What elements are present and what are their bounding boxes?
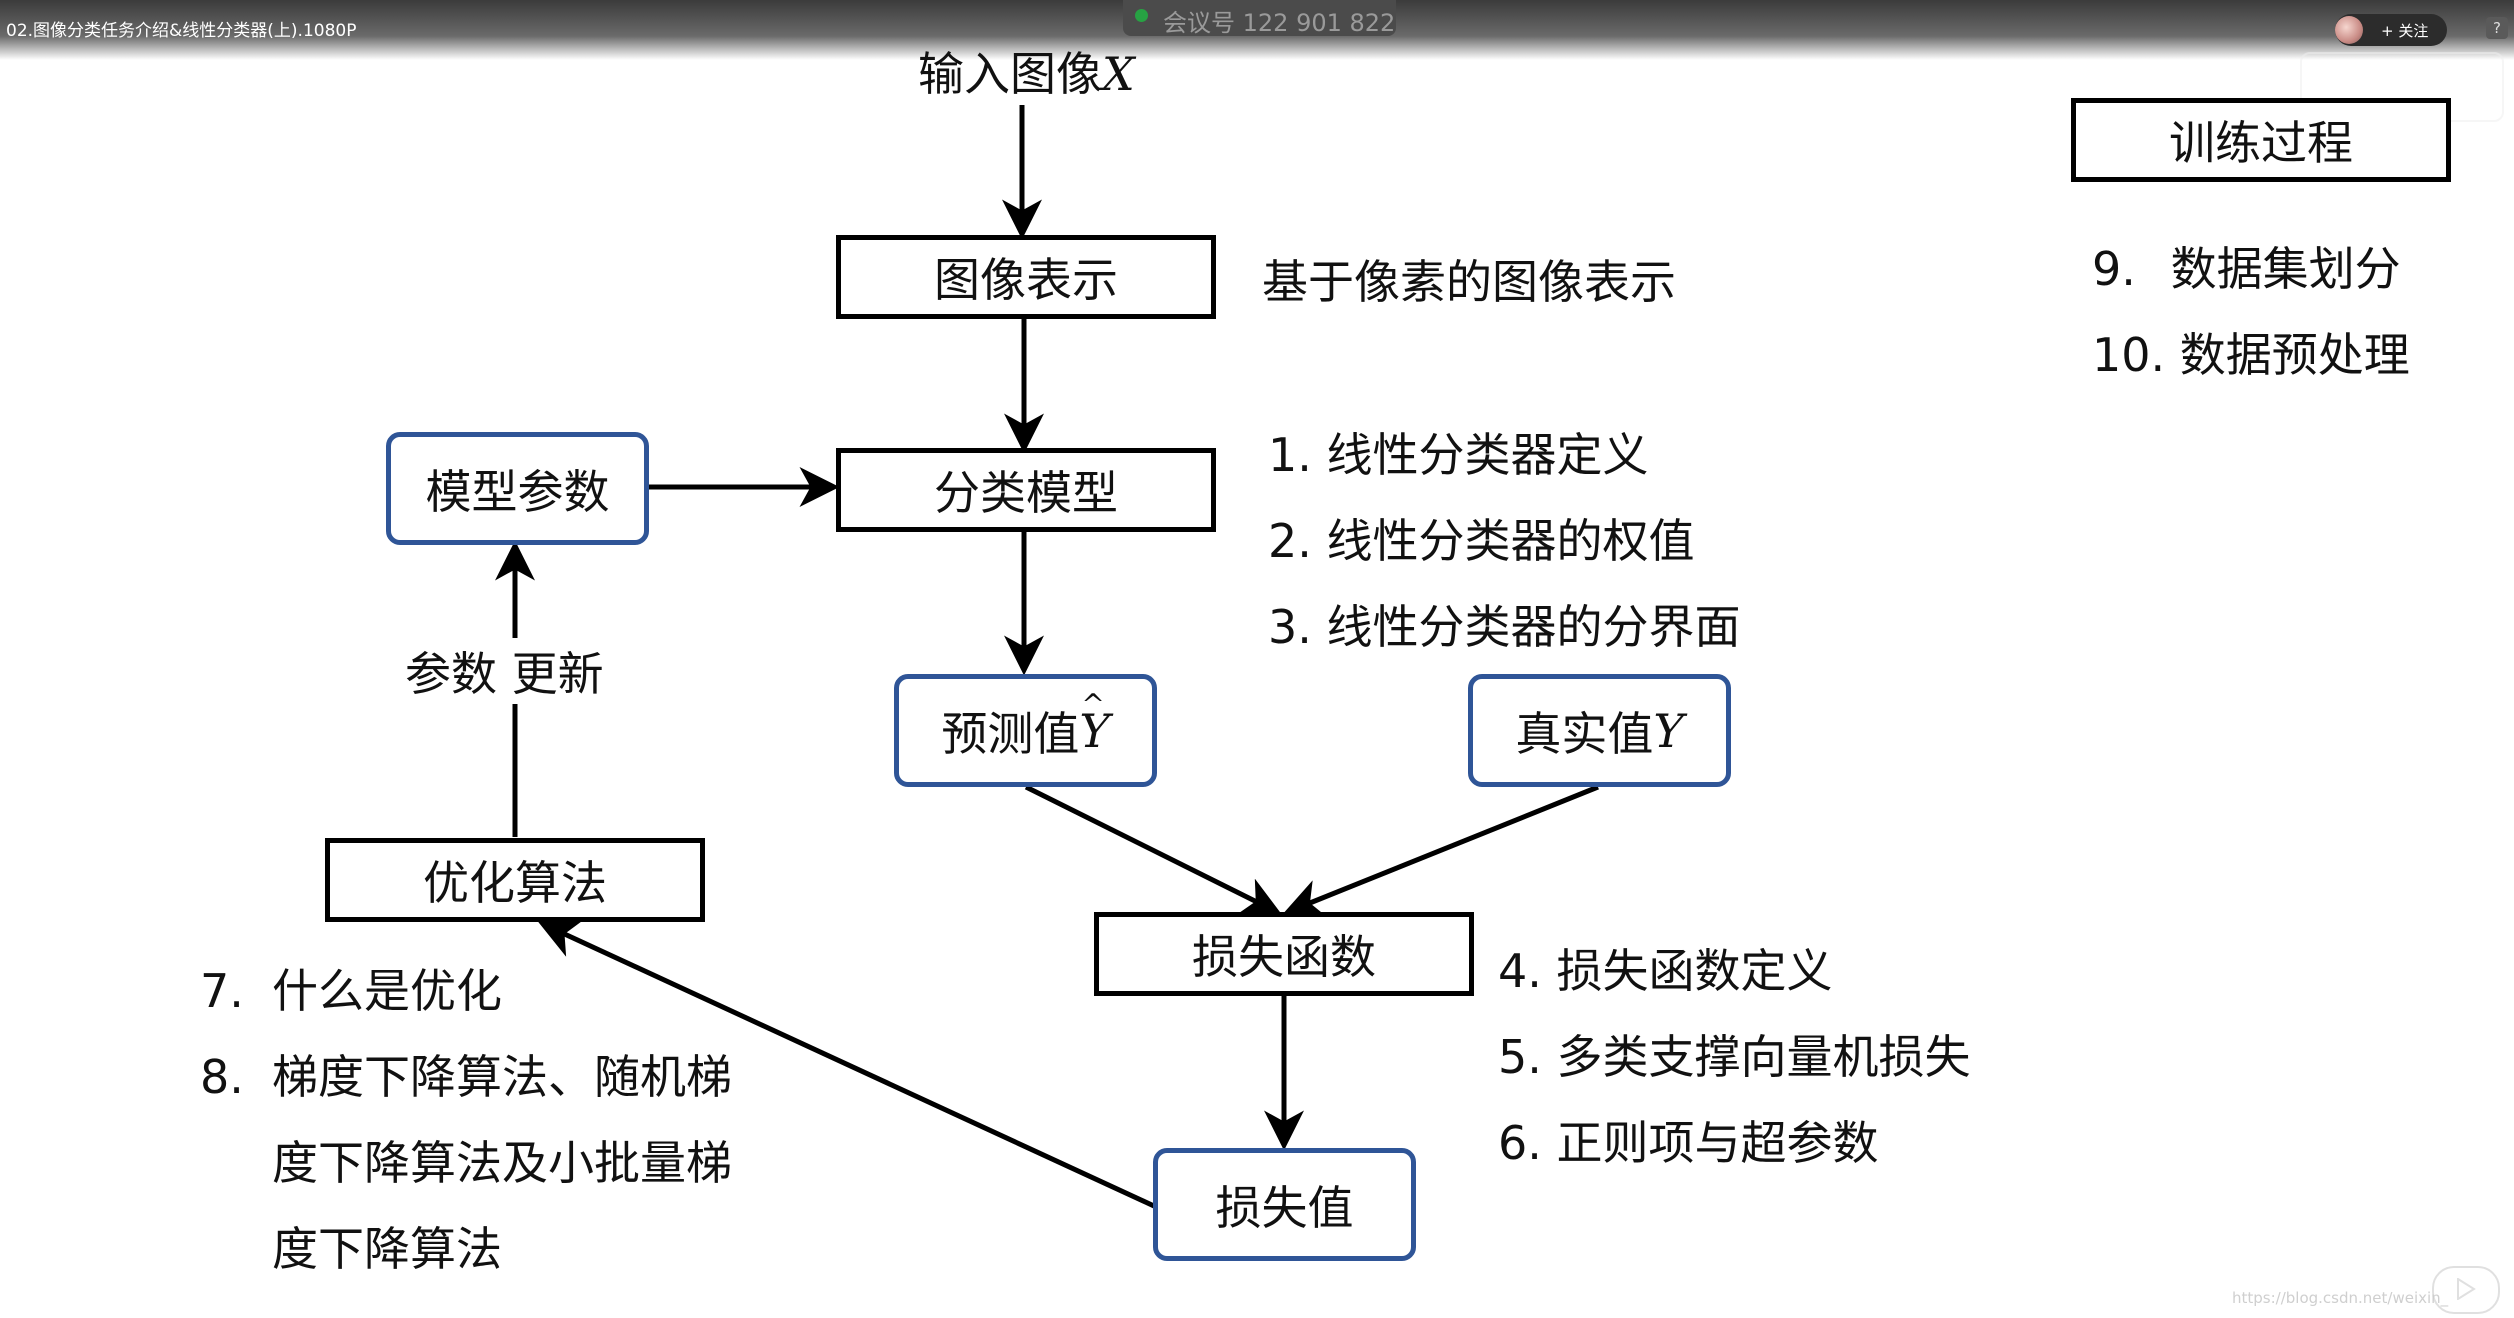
list-item: 7.什么是优化 — [200, 964, 502, 1018]
list-item: 10. 数据预处理 — [2092, 328, 2410, 382]
video-top-bar: 02.图像分类任务介绍&线性分类器(上).1080P 会议号 122 901 8… — [0, 0, 2514, 60]
optimizer-label: 优化算法 — [423, 856, 607, 910]
list-item: 1. 线性分类器定义 — [1268, 428, 1649, 482]
ground-truth-symbol: Y — [1653, 703, 1684, 758]
uploader-avatar[interactable] — [2335, 16, 2363, 44]
list-item: 8.梯度下降算法、随机梯 度下降算法及小批量梯 度下降算法 — [200, 1050, 732, 1276]
training-topics-list: 9. 数据集划分 10. 数据预处理 — [2092, 226, 2410, 398]
arrow-loss-value-to-optimizer — [538, 920, 1156, 1209]
video-title: 02.图像分类任务介绍&线性分类器(上).1080P — [6, 21, 357, 41]
loss-topics-list: 4. 损失函数定义 5. 多类支撑向量机损失 6. 正则项与超参数 — [1498, 928, 1971, 1186]
optimization-topics-list: 7.什么是优化 8.梯度下降算法、随机梯 度下降算法及小批量梯 度下降算法 — [200, 948, 732, 1292]
model-topics-list: 1. 线性分类器定义 2. 线性分类器的权值 3. 线性分类器的分界面 — [1268, 412, 1741, 670]
list-item: 9. 数据集划分 — [2092, 242, 2401, 296]
play-icon[interactable] — [2432, 1266, 2500, 1314]
ground-truth-label: 真实值 — [1515, 706, 1654, 761]
training-process-label: 训练过程 — [2169, 116, 2353, 170]
list-item: 4. 损失函数定义 — [1498, 944, 1833, 998]
meeting-status-icon — [1135, 9, 1148, 22]
url-watermark: https://blog.csdn.net/weixin_ — [2232, 1289, 2449, 1307]
image-representation-box: 图像表示 — [836, 235, 1216, 319]
list-item: 2. 线性分类器的权值 — [1268, 514, 1695, 568]
optimizer-box: 优化算法 — [325, 838, 705, 922]
loss-value-box: 损失值 — [1153, 1148, 1416, 1261]
training-process-box: 训练过程 — [2071, 98, 2451, 182]
input-symbol: X — [1102, 47, 1135, 101]
loss-function-label: 损失函数 — [1192, 930, 1376, 984]
follow-label: + 关注 — [2381, 22, 2429, 40]
list-item: 5. 多类支撑向量机损失 — [1498, 1030, 1971, 1084]
meeting-info-pill[interactable]: 会议号 122 901 822 — [1123, 0, 1396, 37]
prediction-box: 预测值Y — [894, 674, 1157, 787]
meeting-id-label: 会议号 122 901 822 — [1163, 9, 1396, 37]
classifier-model-label: 分类模型 — [934, 466, 1118, 520]
image-representation-note: 基于像素的图像表示 — [1262, 255, 1676, 309]
list-item: 3. 线性分类器的分界面 — [1268, 600, 1741, 654]
model-params-label: 模型参数 — [425, 464, 610, 519]
classifier-model-box: 分类模型 — [836, 448, 1216, 532]
follow-button[interactable]: + 关注 — [2335, 14, 2447, 46]
input-image-text: 输入图像 — [918, 47, 1102, 101]
loss-function-box: 损失函数 — [1094, 912, 1474, 996]
arrow-prediction-to-loss-fn — [1024, 784, 1282, 915]
prediction-symbol: Y — [1079, 688, 1109, 758]
input-image-label: 输入图像X — [918, 38, 1135, 104]
prediction-label: 预测值 — [941, 706, 1080, 761]
model-params-box: 模型参数 — [386, 432, 649, 545]
arrow-truth-to-loss-fn — [1283, 784, 1599, 918]
help-icon[interactable]: ? — [2486, 17, 2508, 39]
loss-value-label: 损失值 — [1215, 1180, 1354, 1235]
image-representation-label: 图像表示 — [934, 253, 1118, 307]
list-item: 6. 正则项与超参数 — [1498, 1116, 1879, 1170]
param-update-label: 参数 更新 — [405, 638, 604, 704]
